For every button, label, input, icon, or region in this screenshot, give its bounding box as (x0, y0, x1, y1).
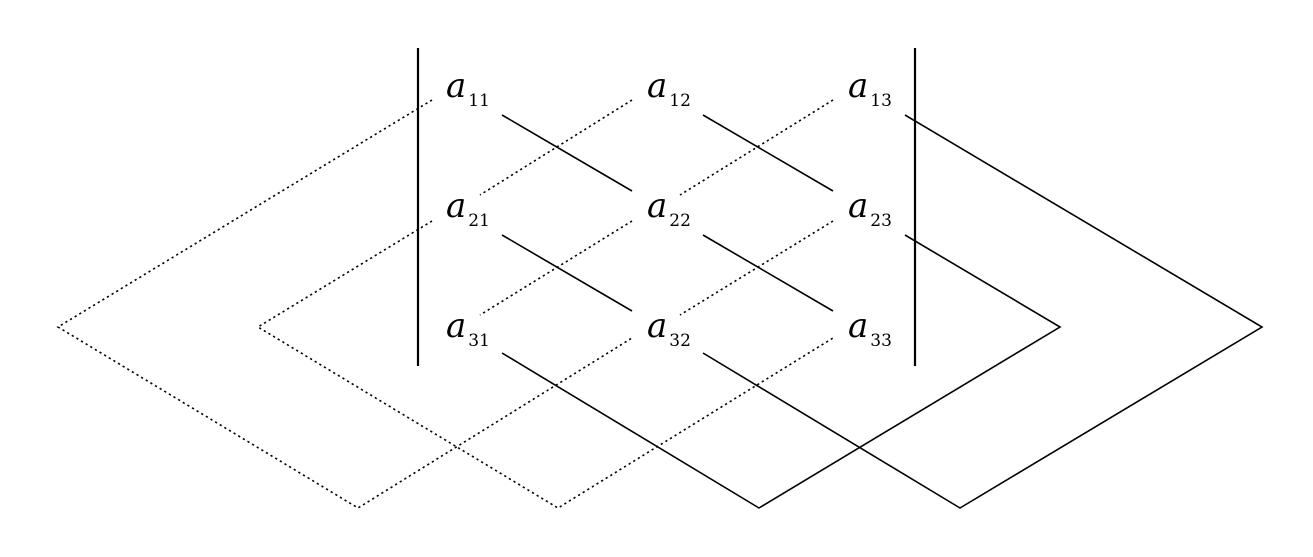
dotted-loop-a11-a33 (56, 99, 633, 509)
dotted-diagonal-a12-a21 (479, 99, 633, 196)
solid-diagonal-a11-a22 (501, 114, 633, 192)
dotted-diagonals (56, 99, 834, 509)
solid-loop-a32-a13 (702, 114, 1264, 509)
dotted-diagonal-a13-a22 (679, 99, 834, 196)
solid-diagonal-a22-a33 (702, 234, 834, 312)
solid-diagonal-a21-a32 (501, 234, 633, 312)
solid-diagonals (501, 114, 1264, 509)
determinant-bars (416, 48, 917, 366)
solid-diagonal-a12-a23 (702, 114, 834, 192)
solid-loop-a31-a23 (501, 234, 1062, 509)
dotted-loop-a21-a32 (256, 220, 834, 509)
